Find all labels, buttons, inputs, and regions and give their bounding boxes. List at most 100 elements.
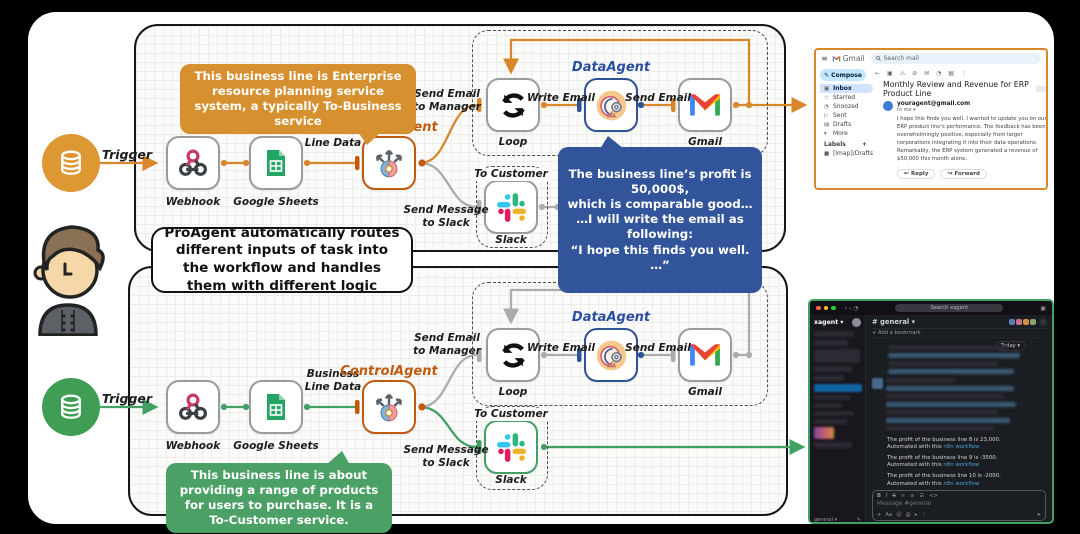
node-loop-bottom[interactable] — [486, 328, 540, 382]
format-icon[interactable]: Aa — [885, 512, 893, 518]
slack-icon — [496, 432, 526, 462]
move-icon[interactable]: ▤ — [948, 69, 955, 77]
node-slack-bottom[interactable] — [484, 420, 538, 474]
sidebar-item-more[interactable]: ▾More — [820, 129, 873, 138]
sidebar-item-drafts[interactable]: ▤Drafts — [820, 120, 873, 129]
bookmark-label: + Add a bookmark — [872, 330, 921, 336]
archive-icon[interactable]: ▣ — [887, 69, 893, 77]
database-icon — [61, 150, 81, 175]
gmail-m-icon — [832, 55, 840, 62]
node-sheets-bottom[interactable] — [249, 380, 303, 434]
user-avatar[interactable] — [852, 318, 861, 327]
node-gmail-top[interactable] — [678, 78, 732, 132]
write-email-label: Write Email — [527, 342, 595, 354]
gmail-search-input[interactable]: Search mail — [870, 53, 1041, 64]
zoom-traffic-light[interactable] — [831, 305, 836, 311]
callout-text: This business line is Enterprise resourc… — [194, 69, 402, 129]
node-webhook-top[interactable] — [166, 136, 220, 190]
inbox-icon: ▣ — [824, 85, 830, 92]
loop-label: Loop — [498, 136, 528, 148]
trigger-node-bottom[interactable] — [42, 378, 100, 436]
plus-icon[interactable]: + — [861, 141, 867, 148]
forward-button[interactable]: ↪Forward — [940, 168, 987, 179]
snooze-icon[interactable]: ◔ — [936, 69, 942, 77]
add-bookmark-button[interactable]: + Add a bookmark — [872, 329, 1046, 338]
node-dataagent-top[interactable] — [584, 78, 638, 132]
node-dataagent-bottom[interactable] — [584, 328, 638, 382]
message-prefix: Automated with this — [887, 444, 944, 451]
node-slack-top[interactable] — [484, 180, 538, 234]
callout-tail — [358, 132, 381, 146]
bullet-list-icon[interactable]: ☰ — [919, 493, 925, 499]
history-nav-icons[interactable]: ‹ › ◔ — [844, 304, 859, 312]
compose-button[interactable]: ✎ Compose — [820, 69, 866, 81]
member-avatars[interactable] — [1009, 318, 1046, 325]
workspace-switcher[interactable]: xagent ▾ — [814, 318, 861, 327]
today-label: Today — [1000, 343, 1016, 349]
business-line-data-label: Business Line Data — [304, 368, 362, 394]
composer-placeholder[interactable]: Message #general — [877, 501, 932, 507]
message-text: The profit of the business line 8 is 23,… — [887, 436, 1001, 443]
sidebar-item-starred[interactable]: ☆Starred — [820, 93, 873, 102]
ordered-list-icon[interactable]: ≡ — [910, 493, 915, 499]
workflow-link[interactable]: n8n workflow — [943, 462, 980, 469]
delete-icon[interactable]: ⊘ — [912, 69, 918, 77]
gmail-main: ← ▣ ⚠ ⊘ ✉ ◔ ▤ ⋮ Monthly Review and Reven… — [873, 67, 1047, 188]
sidebar-label-imap-drafts[interactable]: ■[Imap]/Drafts — [820, 149, 873, 158]
more-icon[interactable]: ⋮ — [961, 69, 968, 77]
workflow-link[interactable]: n8n workflow — [943, 480, 980, 487]
node-webhook-bottom[interactable] — [166, 380, 220, 434]
mic-icon[interactable]: ⋮ — [921, 512, 927, 518]
video-icon[interactable]: ▸ — [914, 512, 918, 518]
loop-icon — [498, 340, 529, 371]
sidebar-item-inbox[interactable]: ▣Inbox — [820, 84, 873, 93]
emoji-icon[interactable]: ☺ — [896, 512, 902, 518]
node-sheets-top[interactable] — [249, 136, 303, 190]
code-icon[interactable]: <> — [929, 493, 938, 499]
active-channel-item[interactable] — [814, 384, 862, 392]
italic-icon[interactable]: I — [885, 493, 888, 499]
hamburger-icon[interactable]: ≡ — [821, 54, 828, 63]
node-gmail-bottom[interactable] — [678, 328, 732, 382]
close-traffic-light[interactable] — [816, 305, 821, 311]
send-icon[interactable]: ➤ — [1036, 512, 1041, 518]
node-controlagent-bottom[interactable] — [362, 380, 416, 434]
plus-icon[interactable]: + — [877, 512, 882, 518]
message-composer[interactable]: B I S ∞ ≡ ☰ <> Message #general + Aa ☺ @ — [872, 490, 1046, 521]
loop-icon — [498, 90, 529, 121]
search-icon — [875, 56, 881, 61]
blurred-sidebar-item — [814, 419, 847, 424]
write-email-label: Write Email — [527, 92, 595, 104]
send-email-manager-label: Send Email to Manager — [413, 332, 481, 358]
help-icon[interactable]: ▣ — [1040, 304, 1046, 312]
gmail-header: ≡ Gmail Search mail — [816, 50, 1046, 67]
message-text: The profit of the business line 10 is -2… — [887, 472, 1001, 479]
slack-search-input[interactable]: Search xagent — [895, 304, 1004, 312]
link-icon[interactable]: ∞ — [900, 493, 906, 499]
huddle-button[interactable] — [1040, 318, 1046, 325]
strikethrough-icon[interactable]: S — [892, 493, 896, 499]
blurred-sidebar-item — [814, 349, 860, 363]
sidebar-item-snoozed[interactable]: ◔Snoozed — [820, 102, 873, 111]
sheets-label: Google Sheets — [233, 196, 319, 208]
node-loop-top[interactable] — [486, 78, 540, 132]
report-icon[interactable]: ⚠ — [899, 69, 906, 77]
reply-button[interactable]: ↩Reply — [897, 168, 936, 179]
controlagent-label: ControlAgent — [340, 364, 438, 379]
sidebar-footer: general ▾ ✎ — [814, 517, 861, 523]
blurred-sidebar-item — [814, 403, 842, 408]
email-body: I hope this finds you well. I wanted to … — [897, 116, 1047, 162]
sidebar-item-sent[interactable]: ▷Sent — [820, 111, 873, 120]
to-me-caret[interactable]: to me ▾ — [897, 107, 916, 113]
minimize-traffic-light[interactable] — [823, 305, 828, 311]
mention-icon[interactable]: @ — [905, 512, 911, 518]
workflow-link[interactable]: n8n workflow — [943, 444, 980, 451]
channel-name[interactable]: # general — [872, 317, 910, 326]
bold-icon[interactable]: B — [877, 493, 881, 499]
compose-icon[interactable]: ✎ — [856, 517, 861, 523]
webhook-label: Webhook — [165, 196, 221, 208]
trigger-label: Trigger — [101, 391, 153, 406]
trigger-node-top[interactable] — [42, 134, 100, 192]
back-icon[interactable]: ← — [875, 69, 881, 77]
unread-icon[interactable]: ✉ — [924, 69, 930, 77]
